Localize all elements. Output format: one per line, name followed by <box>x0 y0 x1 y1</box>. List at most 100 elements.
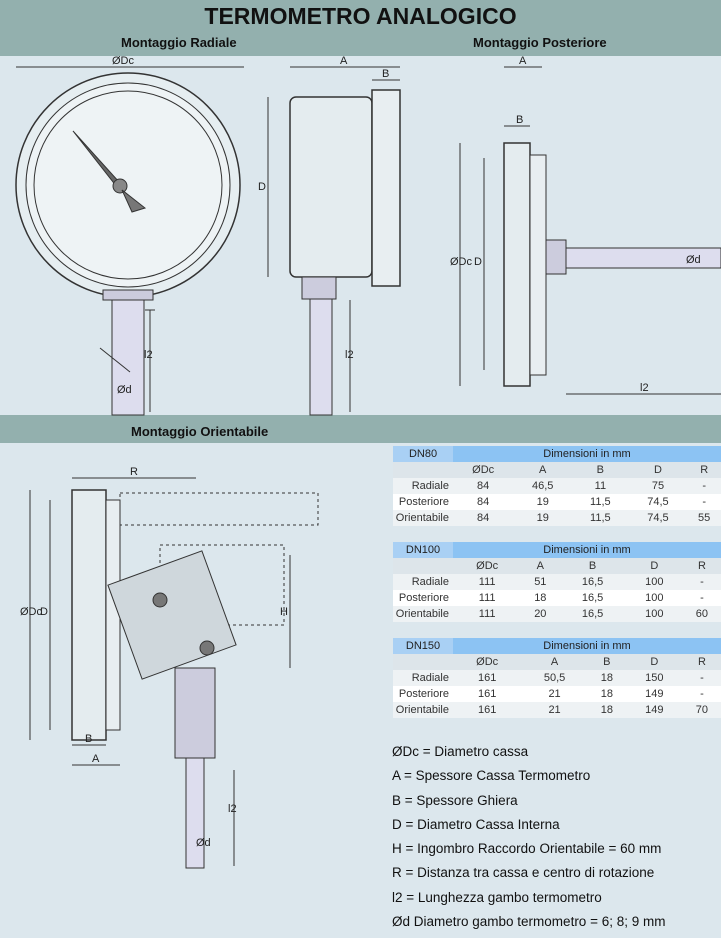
cell: 149 <box>625 702 683 718</box>
table-header: Dimensioni in mm <box>453 542 721 558</box>
column-header: B <box>572 462 629 478</box>
legend: ØDc = Diametro cassa A = Spessore Cassa … <box>392 744 665 938</box>
cell: - <box>682 670 721 686</box>
radial-side-view: A B D l2 <box>258 55 401 416</box>
row-label: Orientabile <box>393 606 453 622</box>
cell: - <box>682 686 721 702</box>
row-label: Radiale <box>393 574 453 590</box>
cell: 100 <box>625 590 683 606</box>
cell: 161 <box>453 702 522 718</box>
cell: 75 <box>628 478 688 494</box>
cell: 100 <box>625 574 683 590</box>
header-band <box>0 0 721 56</box>
legend-item: Ød Diametro gambo termometro = 6; 8; 9 m… <box>392 914 666 930</box>
cell: 18 <box>587 686 626 702</box>
cell: 74,5 <box>628 510 688 526</box>
column-header: D <box>625 654 683 670</box>
cell: 16,5 <box>559 606 626 622</box>
cell: - <box>682 590 721 606</box>
column-header: D <box>628 462 688 478</box>
label-r: R <box>130 466 138 478</box>
column-header: B <box>559 558 626 574</box>
svg-text:l2: l2 <box>228 803 237 815</box>
cell: 161 <box>453 670 522 686</box>
column-header: R <box>682 558 721 574</box>
column-header: ØDc <box>453 462 514 478</box>
svg-text:l2: l2 <box>345 349 354 361</box>
label-h: H <box>280 606 288 618</box>
cell: 74,5 <box>628 494 688 510</box>
column-header: B <box>587 654 626 670</box>
cell: 70 <box>682 702 721 718</box>
svg-text:ØDc: ØDc <box>450 256 473 268</box>
row-label: Posteriore <box>393 686 453 702</box>
legend-item: H = Ingombro Raccordo Orientabile = 60 m… <box>392 841 662 857</box>
column-header: D <box>625 558 683 574</box>
cell: 20 <box>521 606 560 622</box>
label-dd: Ød <box>117 384 132 396</box>
cell: 11,5 <box>572 510 629 526</box>
svg-text:D: D <box>474 256 482 268</box>
cell: - <box>687 494 721 510</box>
row-label: Orientabile <box>393 702 453 718</box>
cell: 46,5 <box>513 478 573 494</box>
label-a: A <box>340 55 348 67</box>
legend-item: A = Spessore Cassa Termometro <box>392 768 591 784</box>
section-band <box>0 415 721 443</box>
cell: 51 <box>521 574 560 590</box>
cell: 16,5 <box>559 590 626 606</box>
section-title-posteriore: Montaggio Posteriore <box>473 35 607 50</box>
label-dc: ØDc <box>112 55 135 67</box>
cell: 21 <box>521 686 588 702</box>
cell: 19 <box>513 494 573 510</box>
cell: 161 <box>453 686 522 702</box>
legend-item: B = Spessore Ghiera <box>392 792 518 808</box>
row-label: Orientabile <box>393 510 453 526</box>
cell: 11,5 <box>572 494 629 510</box>
table-header: Dimensioni in mm <box>453 446 721 462</box>
row-label: Posteriore <box>393 494 453 510</box>
cell: 111 <box>453 606 522 622</box>
cell: 149 <box>625 686 683 702</box>
cell: 18 <box>587 702 626 718</box>
cell: 55 <box>687 510 721 526</box>
svg-text:Ød: Ød <box>196 837 211 849</box>
column-header: A <box>513 462 573 478</box>
cell: 50,5 <box>521 670 588 686</box>
legend-item: l2 = Lunghezza gambo termometro <box>392 889 602 905</box>
table-name: DN100 <box>393 542 453 558</box>
svg-text:A: A <box>519 55 527 67</box>
table-name: DN150 <box>393 638 453 654</box>
cell: 21 <box>521 702 588 718</box>
svg-text:l2: l2 <box>640 382 649 394</box>
cell: 84 <box>453 510 514 526</box>
section-title-radiale: Montaggio Radiale <box>121 35 237 50</box>
svg-text:Ød: Ød <box>686 254 701 266</box>
column-header: ØDc <box>453 558 522 574</box>
cell: 111 <box>453 574 522 590</box>
column-header: A <box>521 558 560 574</box>
radial-front-view: ØDc l2 Ød <box>15 55 244 416</box>
section-title-orientabile: Montaggio Orientabile <box>131 424 269 439</box>
cell: - <box>687 478 721 494</box>
svg-text:ØDc: ØDc <box>20 606 43 618</box>
cell: 84 <box>453 478 514 494</box>
svg-text:D: D <box>40 606 48 618</box>
cell: 16,5 <box>559 574 626 590</box>
row-label: Posteriore <box>393 590 453 606</box>
